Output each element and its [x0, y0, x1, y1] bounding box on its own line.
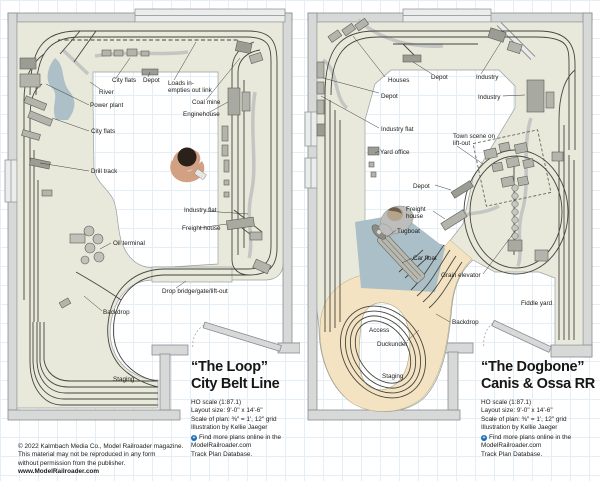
track-plan-right-illustration: [304, 8, 593, 421]
label-loads-link: Loads in-empties out link: [168, 80, 212, 95]
label-staging: Staging: [113, 376, 135, 383]
windows: [4, 8, 286, 203]
label-yard-office: Yard office: [380, 149, 410, 156]
label-oil-terminal: Oil terminal: [113, 240, 145, 247]
mr-plus-icon: +: [481, 435, 487, 442]
note-left: + Find more plans online in the ModelRai…: [191, 434, 281, 459]
tugboat: [371, 224, 387, 240]
label-freight-house: Freight house: [182, 225, 221, 232]
label-fiddle-yard: Fiddle yard: [521, 300, 553, 307]
label-coal-mine: Coal mine: [192, 99, 221, 106]
entry-door: [483, 319, 552, 353]
modeler-figure: [170, 147, 207, 183]
specs-left: HO scale (1:87.1) Layout size: 9'-0" x 1…: [191, 399, 277, 432]
label-city-flats-top: City flats: [112, 77, 137, 84]
note-line3: Track Plan Database.: [481, 450, 543, 458]
copyright-line3: without permission from the publisher.: [18, 459, 126, 467]
label-grain-elevator: Grain elevator: [441, 272, 481, 279]
plan-title-line1: “The Dogbone”: [481, 359, 585, 375]
label-depot-top: Depot: [143, 77, 160, 84]
entry-door: [192, 321, 282, 352]
copyright-line2: This material may not be reproduced in a…: [18, 451, 156, 459]
label-backdrop: Backdrop: [452, 319, 479, 326]
label-depot-mid: Depot: [413, 183, 430, 190]
label-drill-track: Drill track: [91, 168, 118, 175]
car-float: [377, 232, 425, 284]
title-block-left: “The Loop” City Belt Line: [191, 359, 280, 394]
spec-illustrator: Illustration by Kellie Jaeger: [481, 423, 558, 431]
label-depot-left: Depot: [381, 93, 398, 100]
drop-bridge: [151, 266, 233, 283]
spec-illustrator: Illustration by Kellie Jaeger: [191, 423, 268, 431]
label-industry-flat: Industry flat: [381, 126, 414, 133]
label-depot-top: Depot: [431, 74, 448, 81]
label-town-scene: Town scene on lift-out: [453, 133, 496, 148]
note-line1: Find more plans online in the: [489, 434, 572, 441]
plan-title-line2: Canis & Ossa RR: [481, 376, 595, 393]
spec-plan-scale: Scale of plan: ⅜" = 1', 12" grid: [481, 415, 567, 423]
buildings: [316, 17, 564, 262]
leader-lines: [39, 41, 249, 312]
label-industry-right: Industry: [478, 94, 501, 101]
label-enginehouse: Enginehouse: [183, 111, 220, 118]
river: [47, 58, 75, 120]
plan-the-loop: City flats Depot Loads in-empties out li…: [0, 0, 300, 440]
town-scene-liftout: [472, 129, 552, 207]
label-staging: Staging: [382, 373, 404, 380]
label-freight-house: Freight house: [406, 206, 426, 221]
modeler-figure: [379, 205, 414, 237]
label-river: River: [99, 89, 114, 96]
plan-title-line1: “The Loop”: [191, 359, 268, 375]
oil-tanks: [80, 225, 105, 265]
label-backdrop: Backdrop: [103, 309, 130, 316]
note-line2: ModelRailroader.com: [481, 442, 542, 450]
label-houses: Houses: [388, 77, 410, 84]
label-industry-top: Industry: [476, 74, 499, 81]
spec-layout-size: Layout size: 9'-0" x 14'-6": [191, 407, 263, 415]
specs-right: HO scale (1:87.1) Layout size: 9'-0" x 1…: [481, 399, 567, 432]
copyright-line1: © 2022 Kalmbach Media Co., Model Railroa…: [18, 443, 184, 450]
note-line1: Find more plans online in the: [199, 434, 282, 441]
note-line3: Track Plan Database.: [191, 450, 253, 458]
label-access: Access: [369, 327, 390, 334]
label-duckunder: Duckunder: [377, 341, 408, 348]
spec-plan-scale: Scale of plan: ⅜" = 1', 12" grid: [191, 415, 277, 423]
label-city-flats-left: City flats: [91, 128, 116, 135]
copyright-url: www.ModelRailroader.com: [18, 468, 100, 476]
spec-scale: HO scale (1:87.1): [481, 399, 532, 406]
mr-plus-icon: +: [191, 435, 197, 442]
label-drop-bridge: Drop bridge/gate/lift-out: [162, 288, 228, 295]
benchwork: [16, 21, 284, 409]
copyright-block: © 2022 Kalmbach Media Co., Model Railroa…: [18, 443, 183, 477]
note-right: + Find more plans online in the ModelRai…: [481, 434, 571, 459]
note-line2: ModelRailroader.com: [191, 442, 252, 450]
label-power-plant: Power plant: [90, 102, 124, 109]
plan-title-line2: City Belt Line: [191, 376, 280, 393]
plan-the-dogbone: Houses Depot Depot Industry Industry Ind…: [303, 0, 600, 440]
spec-layout-size: Layout size: 9'-0" x 14'-6": [481, 407, 553, 415]
label-car-float: Car float: [413, 255, 437, 262]
label-industry-flat: Industry flat: [184, 207, 217, 214]
staging-loops: [339, 305, 427, 399]
title-block-right: “The Dogbone” Canis & Ossa RR: [481, 359, 595, 394]
label-tugboat: Tugboat: [397, 228, 420, 235]
track-plan-left-illustration: [4, 8, 300, 421]
spec-scale: HO scale (1:87.1): [191, 399, 242, 406]
leader-lines: [320, 35, 526, 342]
